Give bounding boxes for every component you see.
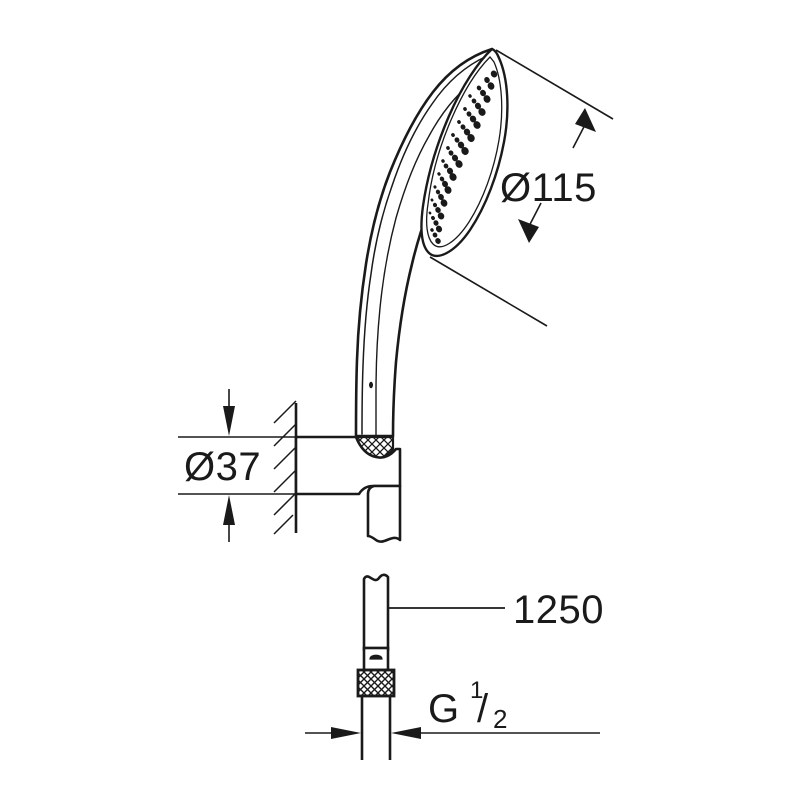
hose-knurled-nut — [356, 668, 396, 698]
dim37-label: Ø37 — [184, 445, 261, 489]
head-inner-contour-ridge — [375, 77, 479, 436]
dim115-arrowhead-lower — [518, 219, 539, 243]
handle-detail-dot — [369, 381, 373, 389]
dim115-extension-top — [495, 49, 614, 120]
hand-shower-head — [354, 47, 509, 438]
thread-arrowhead-right — [391, 727, 421, 739]
thread-slash-label: / — [477, 687, 489, 731]
dim37-arrowhead-upper — [223, 406, 235, 436]
dim37-arrowhead-lower — [223, 495, 235, 525]
hose-length-dimension: 1250 — [388, 588, 604, 632]
dim115-label: Ø115 — [500, 166, 597, 210]
dim115-extension-bottom — [429, 256, 548, 327]
hose-stub — [366, 484, 402, 543]
head-inner-contour-left — [361, 55, 488, 435]
thread-numerator-label: 1 — [470, 677, 483, 704]
dim1250-label: 1250 — [513, 588, 604, 632]
hose-stub-body — [366, 484, 402, 543]
hose-upper-tube — [362, 573, 390, 652]
wall-bracket-body — [294, 435, 402, 496]
hose-connector-detail — [369, 654, 383, 660]
dim115-arrowhead-upper — [575, 108, 596, 132]
thread-size-dimension: G 1 / 2 — [305, 677, 600, 750]
thread-denominator-label: 2 — [493, 704, 507, 734]
spray-nozzle-pattern — [428, 70, 498, 244]
thread-arrowhead-left — [331, 727, 361, 739]
spray-face-inner-ring — [426, 56, 503, 248]
thread-prefix-label: G — [428, 687, 460, 731]
wall-bracket — [294, 435, 402, 496]
wall-bracket-diameter-dimension: Ø37 — [178, 389, 300, 542]
wall-hatching — [273, 400, 297, 535]
spray-face-diameter-dimension: Ø115 — [429, 49, 614, 327]
